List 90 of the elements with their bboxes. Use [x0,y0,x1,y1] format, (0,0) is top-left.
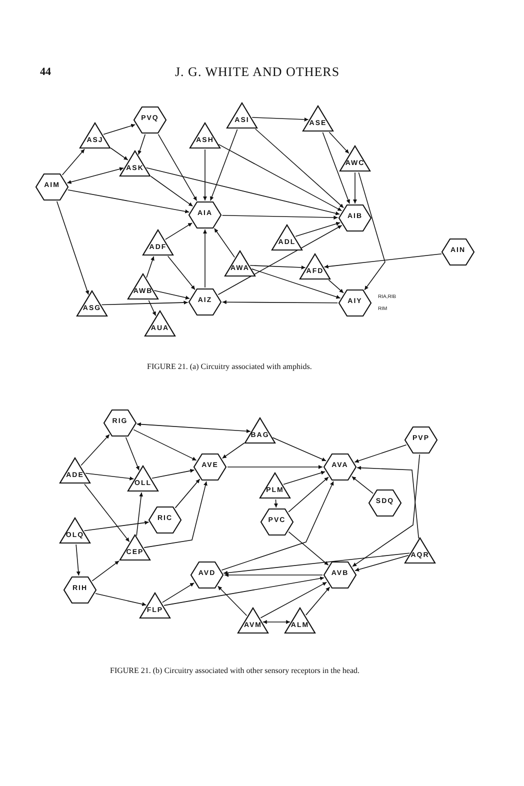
arrow [103,124,136,135]
arrow [62,148,85,176]
arrow [328,132,350,154]
figure-caption: FIGURE 21. (a) Circuitry associated with amphids. [147,362,312,371]
interneuron-hexagon [190,560,224,590]
interneuron-hexagon [63,575,97,605]
arrow [80,434,110,466]
interneuron-hexagon [103,408,137,438]
page-number: 44 [40,66,51,78]
arrow [222,300,338,304]
arrow [260,582,328,618]
interneuron-hexagon [188,200,222,230]
arrow [84,520,150,532]
interneuron-hexagon [35,172,69,202]
arrow [224,573,323,577]
arrow [154,290,190,300]
arrow [152,468,195,479]
arrow [162,582,195,603]
arrow [217,586,248,616]
arrow [148,300,156,316]
arrow [66,167,124,184]
interneuron-hexagon [188,287,222,317]
arrow [354,444,407,463]
arrow [218,144,342,212]
arrow [146,167,340,216]
interneuron-hexagon [260,507,294,537]
arrow [136,422,251,434]
arrow [358,172,386,290]
arrow [324,253,442,268]
arrow [356,466,420,539]
arrow [262,620,290,624]
interneuron-hexagon [404,425,438,455]
interneuron-hexagon [441,237,475,267]
interneuron-hexagon [338,203,372,233]
arrow [203,149,207,201]
arrow [222,214,338,220]
arrow [165,222,193,240]
arrow [158,134,198,202]
interneuron-hexagon [323,452,357,482]
interneuron-hexagon [368,488,402,518]
interneuron-hexagon [133,105,167,135]
arrow [164,576,324,606]
arrow [203,229,207,288]
arrow [250,265,306,270]
arrow [138,134,146,155]
arrow [252,117,309,122]
arrow [76,544,80,576]
arrow [306,586,330,616]
arrow [288,531,329,566]
arrow [353,172,357,204]
arrow [221,480,334,570]
arrow [133,429,197,461]
arrow [92,560,120,582]
arrow [352,454,420,567]
arrow [223,552,410,575]
arrow [295,222,341,237]
arrow [214,228,236,258]
arrow [84,484,130,542]
arrow [136,492,144,536]
arrow [283,470,326,485]
arrow [322,132,350,204]
arrow [354,554,409,572]
arrow [218,225,342,295]
arrow [222,442,245,459]
arrow [328,280,344,294]
arrow [252,268,341,299]
arrow [150,176,194,207]
arrow [144,481,208,548]
arrow [227,465,323,469]
arrow [174,478,200,508]
arrow [272,437,326,462]
arrow [210,129,238,201]
arrow [125,437,140,471]
arrow [101,300,188,306]
arrow [110,148,128,160]
interneuron-hexagon [323,560,357,590]
arrow [167,256,196,290]
arrow [67,190,190,214]
running-head: J. G. WHITE AND OTHERS [175,64,340,80]
arrow [352,476,374,494]
arrow [255,128,344,208]
arrow [95,593,147,606]
figure-caption: FIGURE 21. (b) Circuitry associated with other sensory receptors in the head. [110,666,360,675]
arrow [288,476,329,512]
interneuron-hexagon [148,505,182,535]
arrow [56,201,90,296]
arrow [85,472,134,480]
interneuron-hexagon [193,452,227,482]
arrow [274,499,278,508]
arrow [146,256,154,278]
